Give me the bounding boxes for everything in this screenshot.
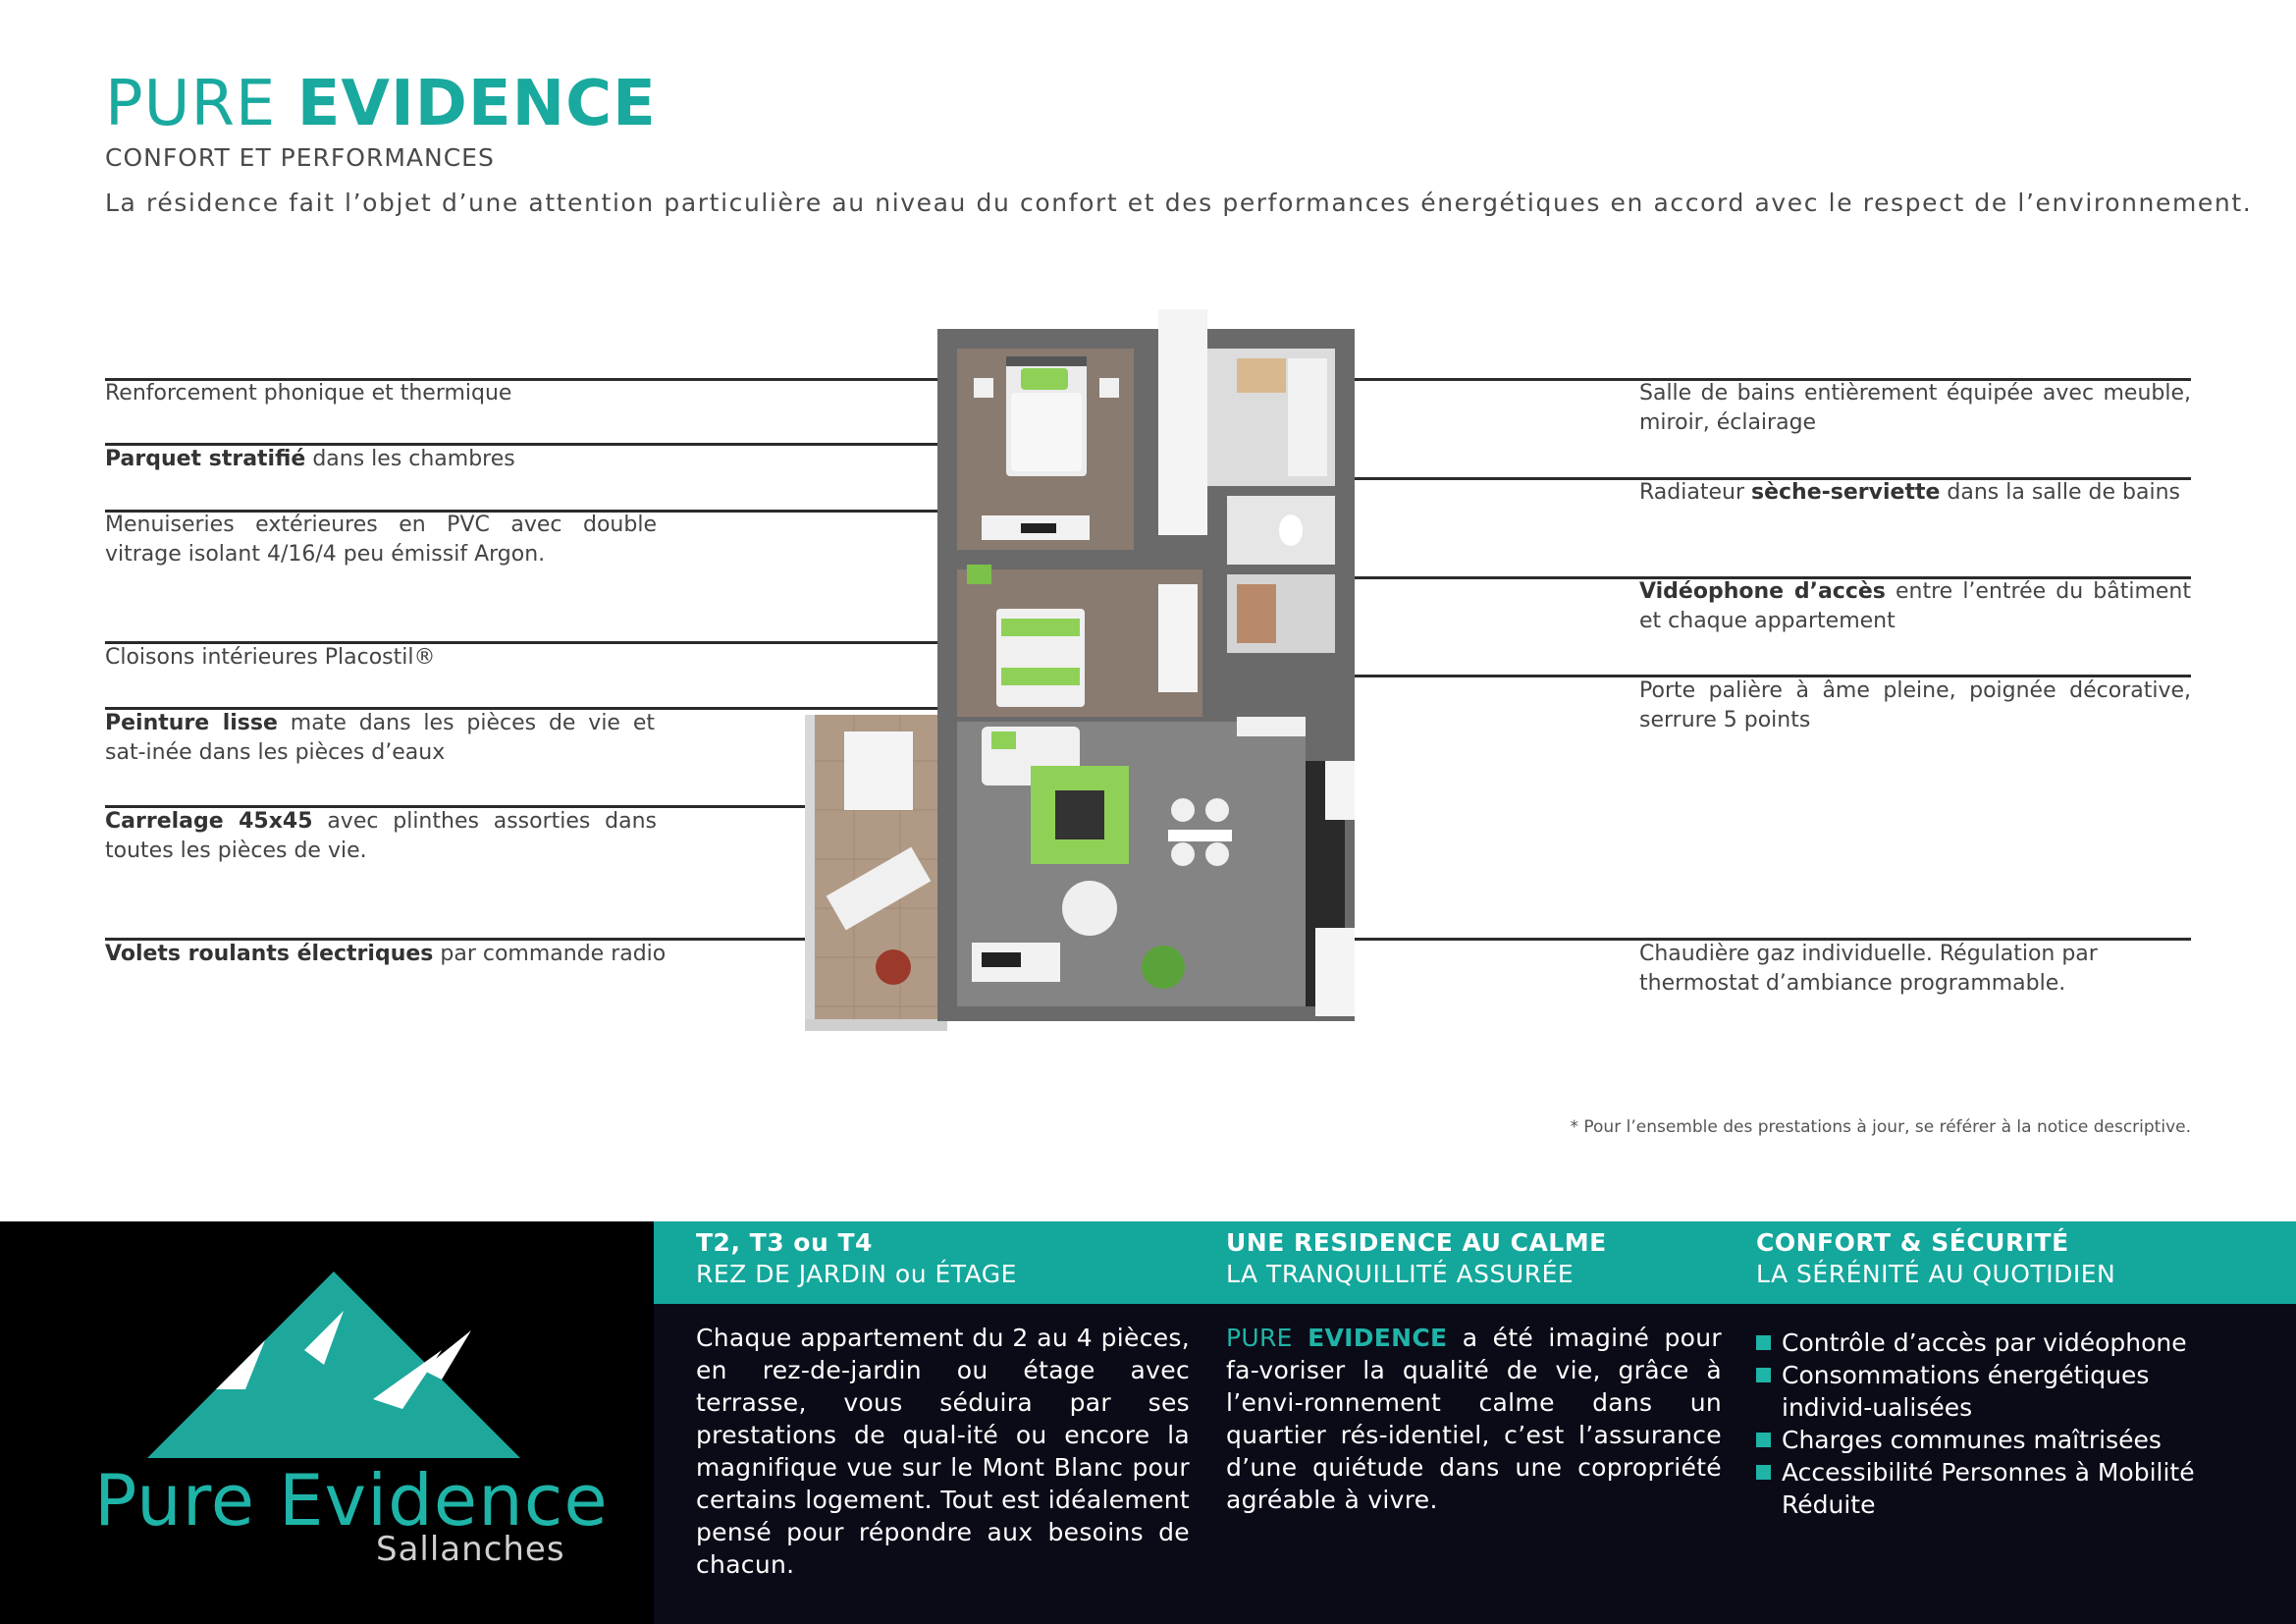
leader-line xyxy=(1343,675,2191,677)
intro-text: La résidence fait l’objet d’une attentio… xyxy=(105,189,2253,217)
feature-item: Carrelage 45x45 avec plinthes assorties … xyxy=(105,809,657,863)
wardrobe xyxy=(1158,309,1207,535)
bullet-square-icon xyxy=(1756,1465,1771,1480)
feature-item: Salle de bains entièrement équipée avec … xyxy=(1639,381,2191,435)
leader-line xyxy=(1325,938,2191,941)
feature-item: Renforcement phonique et thermique xyxy=(105,381,512,406)
bullet-square-icon xyxy=(1756,1433,1771,1447)
column-header-title: UNE RESIDENCE AU CALME xyxy=(1226,1228,1607,1257)
feature-item: Volets roulants électriques par commande… xyxy=(105,942,667,966)
column-header-subtitle: LA SÉRÉNITÉ AU QUOTIDIEN xyxy=(1756,1260,2116,1288)
floor-plan-image xyxy=(805,309,1355,1031)
leader-line xyxy=(105,707,959,710)
info-header-bar xyxy=(654,1221,2296,1304)
leader-line xyxy=(1266,477,2191,480)
subtitle: CONFORT ET PERFORMANCES xyxy=(105,143,495,172)
leader-line xyxy=(105,805,998,808)
leader-line xyxy=(1339,576,2191,579)
column-header: T2, T3 ou T4 REZ DE JARDIN ou ÉTAGE xyxy=(696,1227,1017,1290)
bullet-item: Contrôle d’accès par vidéophone xyxy=(1756,1326,2247,1359)
feature-item: Menuiseries extérieures en PVC avec doub… xyxy=(105,513,657,567)
brand-light: PURE xyxy=(1226,1324,1293,1352)
leader-line xyxy=(105,510,959,513)
leader-line xyxy=(105,443,1003,446)
bullet-item: Accessibilité Personnes à Mobilité Rédui… xyxy=(1756,1456,2247,1521)
column-header-title: CONFORT & SÉCURITÉ xyxy=(1756,1228,2069,1257)
column-text: Chaque appartement du 2 au 4 pièces, en … xyxy=(696,1324,1190,1579)
column-header-subtitle: REZ DE JARDIN ou ÉTAGE xyxy=(696,1260,1017,1288)
leader-line xyxy=(105,641,1160,644)
feature-item: Chaudière gaz individuelle. Régulation p… xyxy=(1639,942,2098,996)
leader-line xyxy=(105,378,949,381)
feature-bullets: Contrôle d’accès par vidéophone Consomma… xyxy=(1756,1326,2247,1521)
bullet-item: Charges communes maîtrisées xyxy=(1756,1424,2247,1456)
logo-name: Pure Evidence xyxy=(94,1459,609,1542)
column-header-title: T2, T3 ou T4 xyxy=(696,1228,873,1257)
column-header: CONFORT & SÉCURITÉ LA SÉRÉNITÉ AU QUOTID… xyxy=(1756,1227,2115,1290)
brand-bold: EVIDENCE xyxy=(1308,1324,1448,1352)
bullet-item: Consommations énergétiques individ-ualis… xyxy=(1756,1359,2247,1424)
leader-line xyxy=(1350,378,2191,381)
title-bold: EVIDENCE xyxy=(296,68,657,140)
feature-item: Cloisons intérieures Placostil® xyxy=(105,645,436,670)
footnote: * Pour l’ensemble des prestations à jour… xyxy=(1570,1117,2191,1137)
bullet-square-icon xyxy=(1756,1335,1771,1350)
feature-item: Parquet stratifié dans les chambres xyxy=(105,447,515,471)
title-light: PURE xyxy=(105,68,277,140)
page-title: PURE EVIDENCE xyxy=(105,73,657,135)
feature-item: Porte palière à âme pleine, poignée déco… xyxy=(1639,678,2191,732)
feature-item: Radiateur sèche-serviette dans la salle … xyxy=(1639,480,2180,505)
column-header: UNE RESIDENCE AU CALME LA TRANQUILLITÉ A… xyxy=(1226,1227,1607,1290)
feature-item: Peinture lisse mate dans les pièces de v… xyxy=(105,711,655,765)
bullet-square-icon xyxy=(1756,1368,1771,1382)
mountain-logo-icon xyxy=(147,1272,520,1458)
leader-line xyxy=(105,938,959,941)
column-header-subtitle: LA TRANQUILLITÉ ASSURÉE xyxy=(1226,1260,1575,1288)
logo-town: Sallanches xyxy=(376,1530,565,1569)
feature-item: Vidéophone d’accès entre l’entrée du bât… xyxy=(1639,579,2191,633)
column-text: PURE EVIDENCE a été imaginé pour fa-vori… xyxy=(1226,1324,1722,1514)
